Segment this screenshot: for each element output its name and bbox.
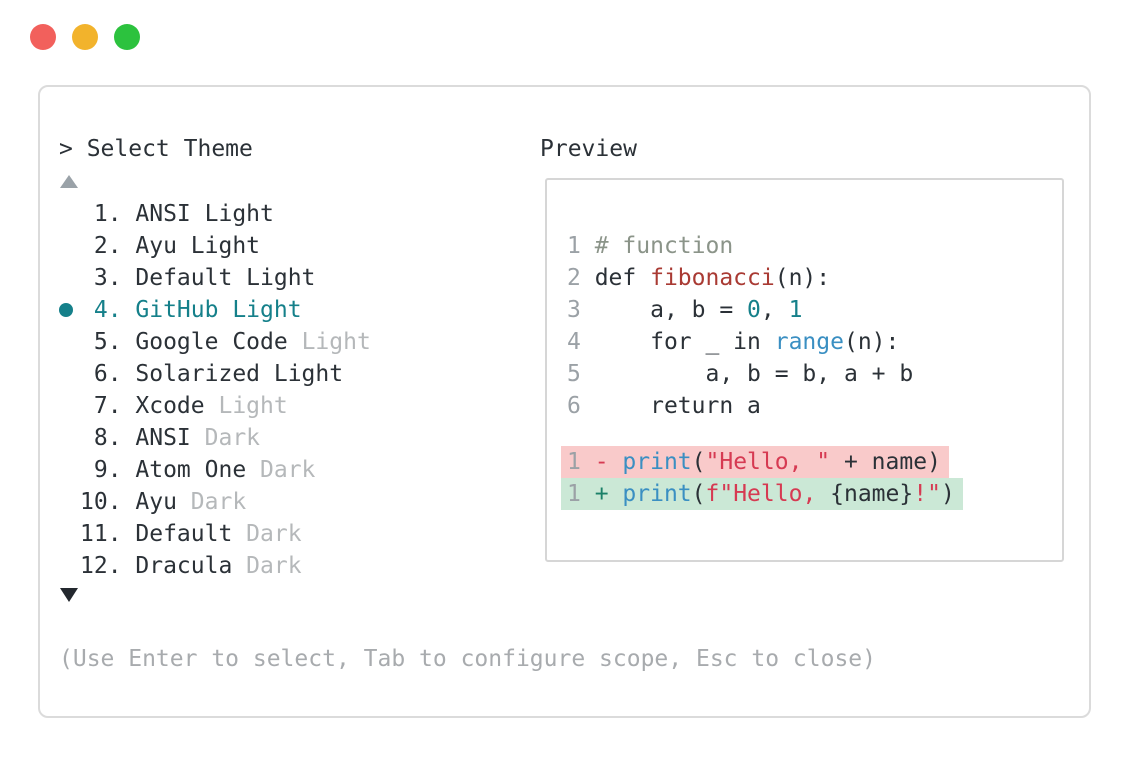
keyboard-hint: (Use Enter to select, Tab to configure s… [59,646,876,672]
theme-selector-panel: > Select Theme 1. ANSI Light 2. Ayu Ligh… [38,85,1091,718]
theme-item-default[interactable]: 11. Default Dark [80,521,302,547]
theme-item-github-light[interactable]: 4. GitHub Light [59,294,371,326]
preview-title: Preview [540,136,637,162]
theme-item-ansi-light[interactable]: 1. ANSI Light [80,201,274,227]
theme-item-google-code[interactable]: 5. Google Code Light [80,329,371,355]
code-lines: 1 # function 2 def fibonacci(n): 3 a, b = … [567,230,1062,422]
code-line-3: 3 a, b = 0, 1 [567,297,803,323]
code-line-1: 1 # function [567,233,734,259]
diff-block: 1 - print("Hello, " + name)1 + print(f"H… [561,446,1062,510]
close-window-icon[interactable] [30,24,56,50]
scroll-down-icon[interactable] [60,588,78,602]
diff-line-del: 1 - print("Hello, " + name) [561,446,1062,478]
selected-bullet-icon [59,303,80,317]
minimize-window-icon[interactable] [72,24,98,50]
theme-list: 1. ANSI Light 2. Ayu Light 3. Default Li… [59,198,371,582]
theme-item-ayu[interactable]: 10. Ayu Dark [80,489,247,515]
theme-item-default-light[interactable]: 3. Default Light [80,265,316,291]
select-theme-prompt: > Select Theme [59,136,253,162]
theme-item-ayu-light[interactable]: 2. Ayu Light [80,233,261,259]
scroll-up-icon[interactable] [60,175,78,188]
code-line-4: 4 for _ in range(n): [567,329,900,355]
window-controls [30,24,140,50]
code-line-6: 6 return a [567,393,761,419]
theme-item-ansi[interactable]: 8. ANSI Dark [80,425,261,451]
zoom-window-icon[interactable] [114,24,140,50]
code-preview-box: 1 # function 2 def fibonacci(n): 3 a, b = … [545,178,1064,562]
diff-line-add: 1 + print(f"Hello, {name}!") [561,478,1062,510]
code-line-5: 5 a, b = b, a + b [567,361,914,387]
theme-item-atom-one[interactable]: 9. Atom One Dark [80,457,316,483]
theme-item-dracula[interactable]: 12. Dracula Dark [80,553,302,579]
theme-item-solarized-light[interactable]: 6. Solarized Light [80,361,344,387]
theme-item-xcode[interactable]: 7. Xcode Light [80,393,288,419]
code-line-2: 2 def fibonacci(n): [567,265,831,291]
